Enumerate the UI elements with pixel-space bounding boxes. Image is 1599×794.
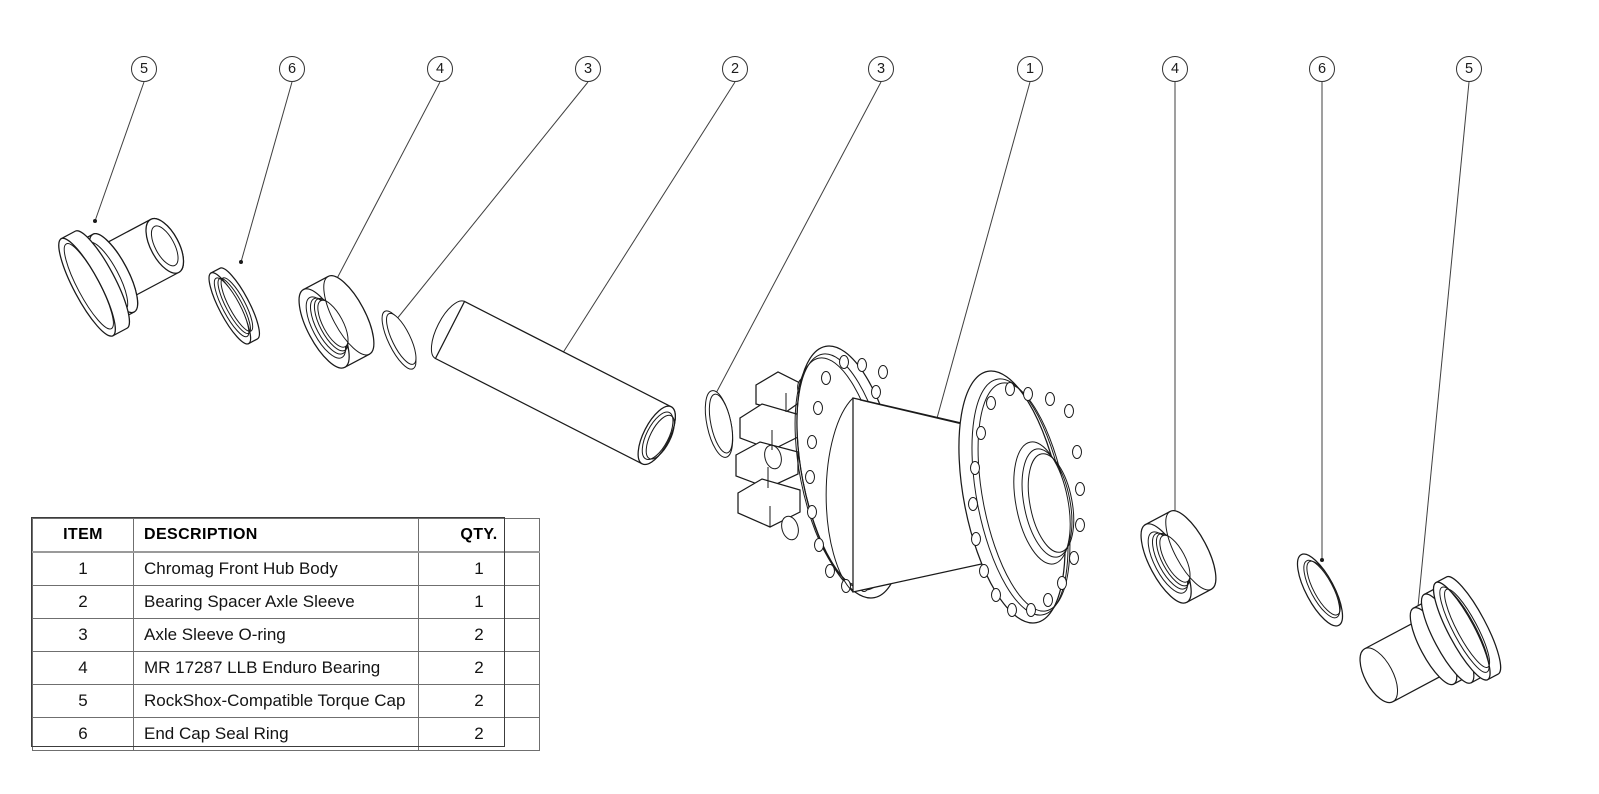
bom-cell-qty: 2 [418, 651, 540, 685]
part-seal-ring-right [1296, 553, 1344, 627]
part-seal-ring-left [208, 267, 261, 345]
bom-cell-item: 6 [32, 717, 134, 751]
bom-cell-item: 4 [32, 651, 134, 685]
bom-cell-item: 2 [32, 585, 134, 619]
bom-header-qty: QTY. [418, 518, 540, 553]
part-bearing-right [1140, 510, 1217, 604]
balloon-5-right[interactable]: 5 [1456, 56, 1482, 82]
balloon-5-left[interactable]: 5 [131, 56, 157, 82]
hub-flange-left-spoke-holes [805, 355, 888, 593]
part-o-ring-left [381, 310, 417, 370]
part-torque-cap-left [58, 217, 185, 337]
table-row[interactable]: 3 Axle Sleeve O-ring 2 [32, 618, 540, 652]
bom-cell-qty: 1 [418, 585, 540, 619]
bom-cell-item: 5 [32, 684, 134, 718]
balloon-4-left[interactable]: 4 [427, 56, 453, 82]
bom-cell-description: RockShox-Compatible Torque Cap [133, 684, 419, 718]
bom-header-item: ITEM [32, 518, 134, 553]
bom-cell-item: 3 [32, 618, 134, 652]
bom-cell-qty: 1 [418, 551, 540, 586]
bill-of-materials-table: ITEM DESCRIPTION QTY. 1 Chromag Front Hu… [32, 518, 540, 751]
bom-header-row: ITEM DESCRIPTION QTY. [32, 518, 540, 553]
table-row[interactable]: 6 End Cap Seal Ring 2 [32, 717, 540, 751]
part-bearing-left [298, 275, 375, 369]
table-row[interactable]: 1 Chromag Front Hub Body 1 [32, 551, 540, 586]
balloon-3-left[interactable]: 3 [575, 56, 601, 82]
part-hub-body [735, 345, 1085, 624]
part-o-ring-right [704, 390, 734, 458]
balloon-4-right[interactable]: 4 [1162, 56, 1188, 82]
balloon-6-left[interactable]: 6 [279, 56, 305, 82]
table-row[interactable]: 5 RockShox-Compatible Torque Cap 2 [32, 684, 540, 718]
bom-cell-description: Chromag Front Hub Body [133, 551, 419, 586]
hub-disc-mount [735, 371, 815, 541]
bom-cell-description: Bearing Spacer Axle Sleeve [133, 585, 419, 619]
hub-flange-right-spoke-holes [968, 382, 1085, 617]
part-axle-sleeve [430, 300, 676, 466]
balloon-6-right[interactable]: 6 [1309, 56, 1335, 82]
table-row[interactable]: 2 Bearing Spacer Axle Sleeve 1 [32, 585, 540, 619]
bom-cell-description: End Cap Seal Ring [133, 717, 419, 751]
bom-cell-item: 1 [32, 551, 134, 586]
bom-cell-qty: 2 [418, 684, 540, 718]
balloon-2-sleeve[interactable]: 2 [722, 56, 748, 82]
hub-flange-right [958, 370, 1085, 624]
bom-header-description: DESCRIPTION [133, 518, 419, 553]
bom-cell-description: Axle Sleeve O-ring [133, 618, 419, 652]
table-row[interactable]: 4 MR 17287 LLB Enduro Bearing 2 [32, 651, 540, 685]
part-torque-cap-right [1359, 575, 1502, 704]
bom-cell-qty: 2 [418, 618, 540, 652]
balloon-3-right[interactable]: 3 [868, 56, 894, 82]
bom-cell-description: MR 17287 LLB Enduro Bearing [133, 651, 419, 685]
bom-cell-qty: 2 [418, 717, 540, 751]
balloon-1-hub-body[interactable]: 1 [1017, 56, 1043, 82]
